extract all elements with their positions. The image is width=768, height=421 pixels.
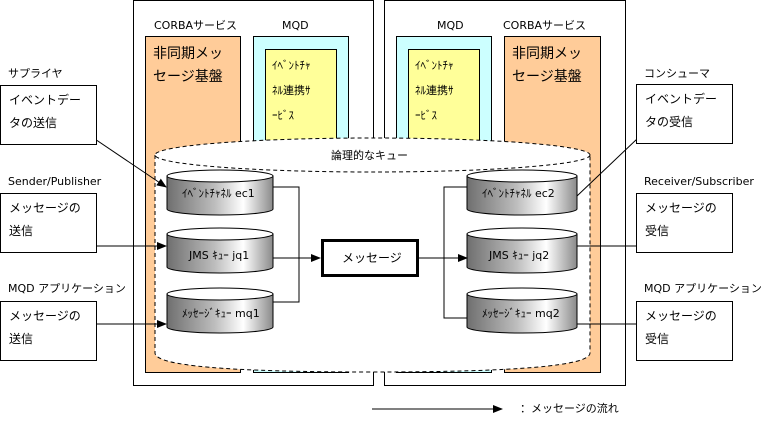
- receiver-3-line-2: 受信: [645, 332, 670, 346]
- queue-cylinder-mq1: [166, 287, 274, 334]
- legend-label: ：メッセージの流れ: [520, 402, 619, 415]
- sender-1-title: サプライヤ: [8, 67, 63, 80]
- left-ecs-line-1: ｲﾍﾞﾝﾄﾁｬ: [272, 59, 311, 72]
- sender-3-line-2: 送信: [9, 332, 34, 346]
- queue-cylinder-jq2: [466, 227, 578, 274]
- left-mqd-label: MQD: [282, 19, 309, 32]
- receiver-mqd-app-box: メッセージの 受信: [636, 301, 733, 361]
- right-corba-label: CORBAサービス: [503, 19, 587, 32]
- sender-1-line-1: イベントデー: [9, 93, 82, 107]
- connector-right-branch: [443, 186, 467, 319]
- receiver-3-title: MQD アプリケーション: [644, 282, 762, 295]
- queue-ec1-label: ｲﾍﾞﾝﾄﾁｬﾈﾙ ec1: [182, 187, 255, 200]
- sender-mqd-app-box: メッセージの 送信: [0, 301, 97, 361]
- message-box: メッセージ: [321, 239, 419, 277]
- connector-ec1-merge: [273, 186, 300, 303]
- left-ecs-line-2: ﾈﾙ連携ｻ: [272, 84, 311, 97]
- right-mqd-label: MQD: [437, 19, 464, 32]
- receiver-1-title: コンシューマ: [644, 67, 710, 80]
- left-ecs-line-3: ｰﾋﾞｽ: [272, 109, 294, 122]
- left-corba-line-2: セージ基盤: [153, 69, 223, 85]
- sender-3-line-1: メッセージの: [9, 309, 81, 323]
- queue-cylinder-mq2: [466, 287, 578, 334]
- queue-jq2-label: JMS ｷｭｰ jq2: [489, 249, 550, 262]
- receiver-1-line-1: イベントデー: [645, 92, 718, 106]
- queue-cylinder-ec2: [466, 169, 578, 216]
- queue-mq2-label: ﾒｯｾｰｼﾞｷｭｰ mq2: [482, 307, 560, 320]
- logical-queue-label: 論理的なキュー: [331, 149, 408, 162]
- queue-mq1-label: ﾒｯｾｰｼﾞｷｭｰ mq1: [182, 307, 260, 320]
- left-corba-label: CORBAサービス: [154, 19, 238, 32]
- receiver-2-line-2: 受信: [645, 224, 670, 238]
- message-box-label: メッセージ: [342, 251, 402, 265]
- sender-supplier-box: イベントデー タの送信: [0, 85, 97, 145]
- sender-2-line-1: メッセージの: [9, 201, 81, 215]
- right-corba-line-2: セージ基盤: [512, 69, 582, 85]
- receiver-1-line-2: タの受信: [645, 115, 694, 129]
- right-ecs-line-1: ｲﾍﾞﾝﾄﾁｬ: [415, 59, 454, 72]
- right-corba-line-1: 非同期メッ: [512, 46, 582, 62]
- sender-1-line-2: タの送信: [9, 116, 58, 130]
- sender-2-title: Sender/Publisher: [8, 175, 102, 188]
- receiver-2-line-1: メッセージの: [645, 201, 717, 215]
- left-corba-line-1: 非同期メッ: [153, 46, 223, 62]
- queue-cylinder-jq1: [166, 227, 274, 274]
- sender-publisher-box: メッセージの 送信: [0, 193, 97, 253]
- queue-jq1-label: JMS ｷｭｰ jq1: [189, 249, 250, 262]
- queue-ec2-label: ｲﾍﾞﾝﾄﾁｬﾈﾙ ec2: [482, 187, 555, 200]
- right-ecs-line-3: ｰﾋﾞｽ: [415, 109, 437, 122]
- queue-cylinder-ec1: [166, 169, 274, 216]
- sender-3-title: MQD アプリケーション: [8, 282, 126, 295]
- receiver-subscriber-box: メッセージの 受信: [636, 193, 733, 253]
- right-ecs-line-2: ﾈﾙ連携ｻ: [415, 84, 454, 97]
- sender-2-line-2: 送信: [9, 224, 34, 238]
- receiver-2-title: Receiver/Subscriber: [644, 175, 754, 188]
- receiver-consumer-box: イベントデー タの受信: [636, 84, 733, 144]
- receiver-3-line-1: メッセージの: [645, 309, 717, 323]
